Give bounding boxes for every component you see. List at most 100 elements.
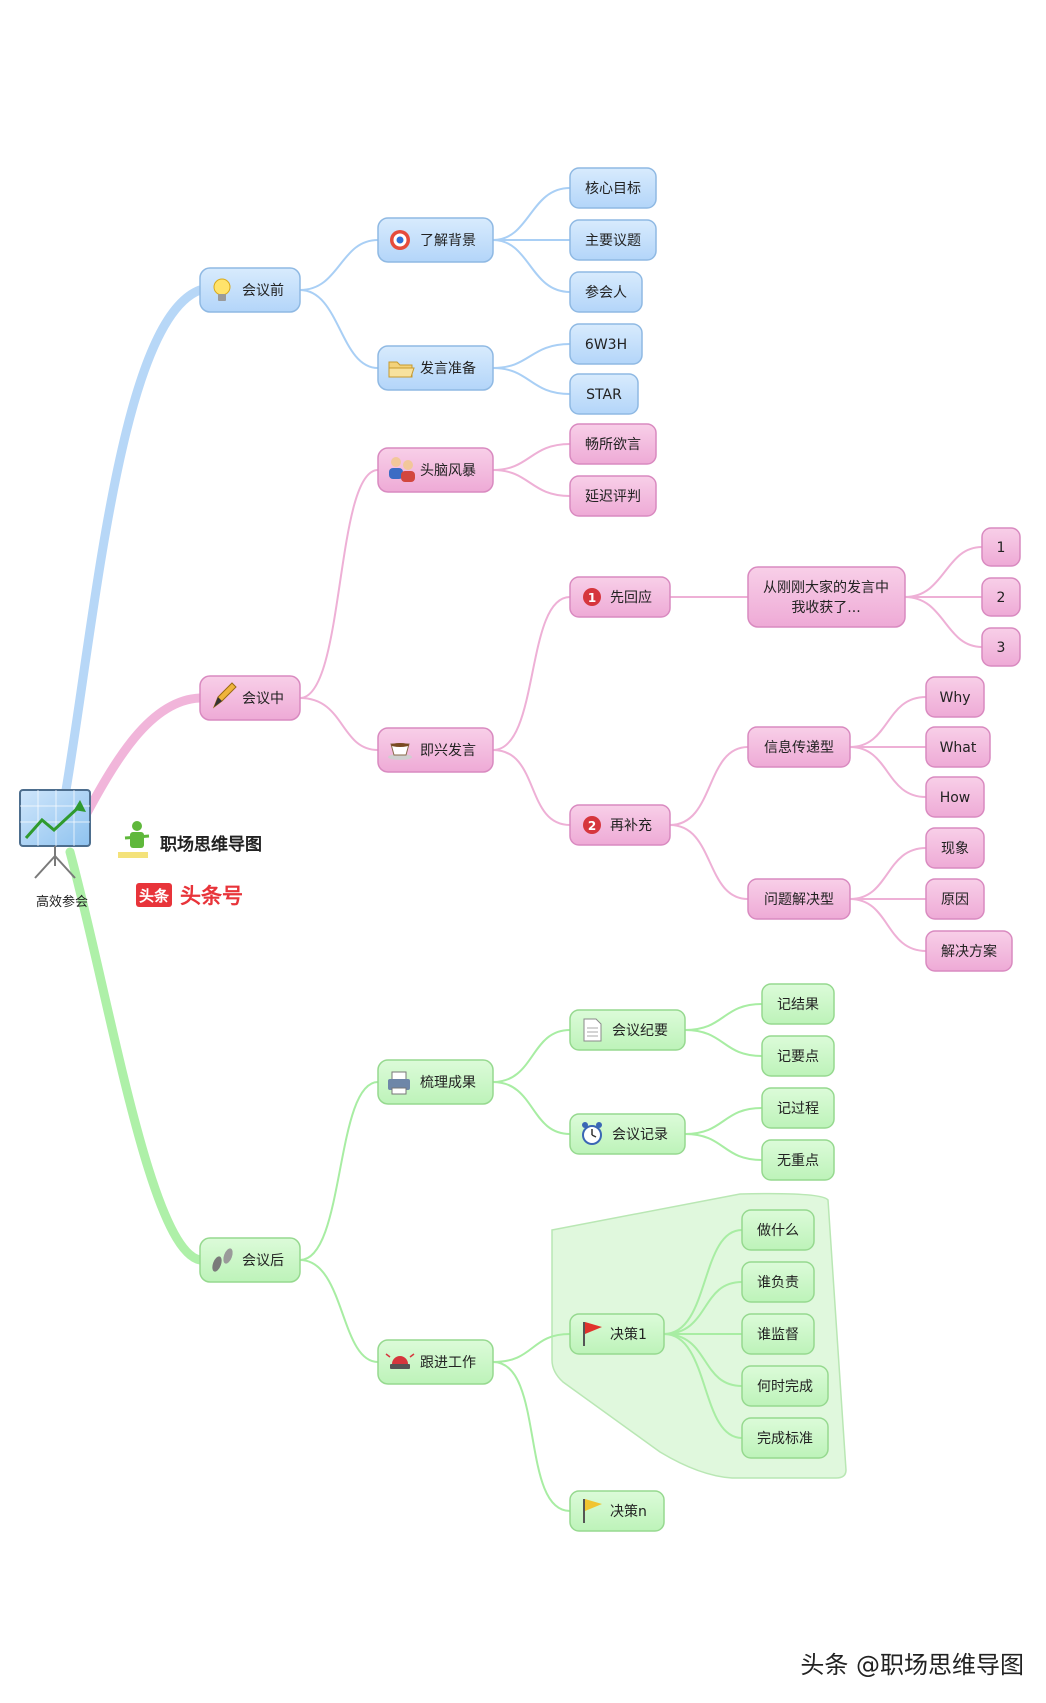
printer-icon [388, 1071, 410, 1095]
node-how[interactable]: How [925, 776, 985, 818]
svg-text:谁监督: 谁监督 [757, 1327, 799, 1343]
node-main-topic[interactable]: 主要议题 [569, 219, 657, 261]
svg-text:记结果: 记结果 [777, 997, 819, 1013]
brand-name: 职场思维导图 [160, 834, 262, 855]
node-star[interactable]: STAR [569, 373, 639, 415]
node-supplement[interactable]: 2 再补充 [569, 804, 671, 846]
node-who-responsible[interactable]: 谁负责 [741, 1261, 815, 1303]
node-pre-meeting[interactable]: 会议前 [199, 267, 301, 313]
node-point-3[interactable]: 3 [981, 627, 1021, 667]
green-figure-logo-icon [118, 821, 150, 858]
footprints-icon [212, 1248, 233, 1272]
node-respond-first[interactable]: 1 先回应 [569, 576, 671, 618]
node-why[interactable]: Why [925, 676, 985, 718]
svg-text:核心目标: 核心目标 [585, 181, 641, 197]
svg-text:记过程: 记过程 [777, 1101, 819, 1117]
svg-text:谁负责: 谁负责 [757, 1275, 799, 1291]
node-no-key-points[interactable]: 无重点 [761, 1139, 835, 1181]
node-core-goal[interactable]: 核心目标 [569, 167, 657, 209]
node-during-meeting[interactable]: 会议中 [199, 675, 301, 721]
node-phenomenon[interactable]: 现象 [925, 827, 985, 869]
yellow-flag-icon [583, 1499, 602, 1523]
node-who-supervises[interactable]: 谁监督 [741, 1313, 815, 1355]
svg-text:完成标准: 完成标准 [757, 1431, 813, 1447]
node-point-2[interactable]: 2 [981, 577, 1021, 617]
svg-text:会议后: 会议后 [242, 1253, 284, 1269]
node-understand-background[interactable]: 了解背景 [377, 217, 494, 263]
document-icon [583, 1018, 602, 1042]
svg-text:1: 1 [997, 540, 1006, 556]
svg-text:How: How [940, 790, 971, 806]
svg-text:信息传递型: 信息传递型 [764, 739, 834, 756]
node-record-process[interactable]: 记过程 [761, 1087, 835, 1129]
svg-text:头脑风暴: 头脑风暴 [420, 463, 476, 479]
node-decision-1[interactable]: 决策1 [569, 1313, 665, 1355]
svg-text:无重点: 无重点 [777, 1153, 819, 1169]
node-solution[interactable]: 解决方案 [925, 930, 1013, 972]
node-brainstorm[interactable]: 头脑风暴 [377, 447, 494, 493]
svg-text:现象: 现象 [941, 841, 969, 857]
svg-text:解决方案: 解决方案 [941, 943, 997, 960]
node-when-done[interactable]: 何时完成 [741, 1365, 829, 1407]
connectors-green [299, 1003, 763, 1512]
node-defer-judgment[interactable]: 延迟评判 [569, 475, 657, 517]
alarm-clock-icon [582, 1122, 602, 1145]
svg-text:6W3H: 6W3H [585, 337, 627, 353]
number-1-icon: 1 [583, 588, 601, 606]
node-decision-n[interactable]: 决策n [569, 1490, 665, 1532]
svg-text:What: What [940, 740, 977, 756]
svg-text:会议前: 会议前 [242, 282, 284, 299]
svg-text:发言准备: 发言准备 [420, 360, 476, 377]
svg-text:梳理成果: 梳理成果 [420, 1075, 476, 1091]
node-record-key-points[interactable]: 记要点 [761, 1035, 835, 1077]
svg-text:主要议题: 主要议题 [585, 233, 641, 249]
svg-text:从刚刚大家的发言中: 从刚刚大家的发言中 [763, 579, 889, 596]
target-icon [390, 230, 410, 250]
siren-icon [385, 1353, 415, 1369]
trunk-blue [60, 285, 205, 801]
root-node[interactable]: 高效参会 [19, 789, 91, 910]
svg-text:延迟评判: 延迟评判 [585, 489, 641, 505]
node-impromptu-speech[interactable]: 即兴发言 [377, 727, 494, 773]
svg-text:会议纪要: 会议纪要 [612, 1023, 668, 1039]
node-respond-phrase[interactable]: 从刚刚大家的发言中 我收获了... [747, 566, 906, 628]
node-attendees[interactable]: 参会人 [569, 271, 643, 313]
svg-text:记要点: 记要点 [777, 1049, 819, 1065]
svg-text:做什么: 做什么 [757, 1223, 799, 1239]
svg-text:跟进工作: 跟进工作 [420, 1355, 476, 1371]
svg-text:会议中: 会议中 [242, 691, 284, 707]
node-info-type[interactable]: 信息传递型 [747, 726, 851, 768]
coffee-cup-icon [388, 743, 412, 760]
node-speak-freely[interactable]: 畅所欲言 [569, 423, 657, 465]
watermark: 头条 @职场思维导图 [800, 1651, 1024, 1679]
node-meeting-record[interactable]: 会议记录 [569, 1113, 686, 1155]
svg-text:2: 2 [588, 819, 596, 833]
node-cause[interactable]: 原因 [925, 878, 985, 920]
node-meeting-minutes[interactable]: 会议纪要 [569, 1009, 686, 1051]
node-follow-up[interactable]: 跟进工作 [377, 1339, 494, 1385]
node-what[interactable]: What [925, 726, 991, 768]
node-speech-prep[interactable]: 发言准备 [377, 345, 494, 391]
toutiao-badge-text: 头条 [139, 887, 170, 905]
node-6w3h[interactable]: 6W3H [569, 323, 643, 365]
node-record-result[interactable]: 记结果 [761, 983, 835, 1025]
people-icon [389, 457, 415, 482]
brand-block: 职场思维导图 头条 头条号 [118, 821, 262, 908]
svg-text:问题解决型: 问题解决型 [764, 892, 834, 908]
svg-text:STAR: STAR [586, 387, 622, 403]
red-flag-icon [583, 1322, 602, 1346]
node-problem-type[interactable]: 问题解决型 [747, 878, 851, 920]
svg-text:何时完成: 何时完成 [757, 1379, 813, 1395]
trunk-pink [75, 693, 205, 831]
node-completion-standard[interactable]: 完成标准 [741, 1417, 829, 1459]
svg-text:决策1: 决策1 [610, 1326, 647, 1343]
root-label: 高效参会 [36, 894, 88, 910]
svg-text:会议记录: 会议记录 [612, 1127, 668, 1143]
svg-text:2: 2 [997, 590, 1006, 606]
node-after-meeting[interactable]: 会议后 [199, 1237, 301, 1283]
node-do-what[interactable]: 做什么 [741, 1209, 815, 1251]
node-point-1[interactable]: 1 [981, 527, 1021, 567]
folder-icon [388, 361, 415, 378]
node-summarize-results[interactable]: 梳理成果 [377, 1059, 494, 1105]
